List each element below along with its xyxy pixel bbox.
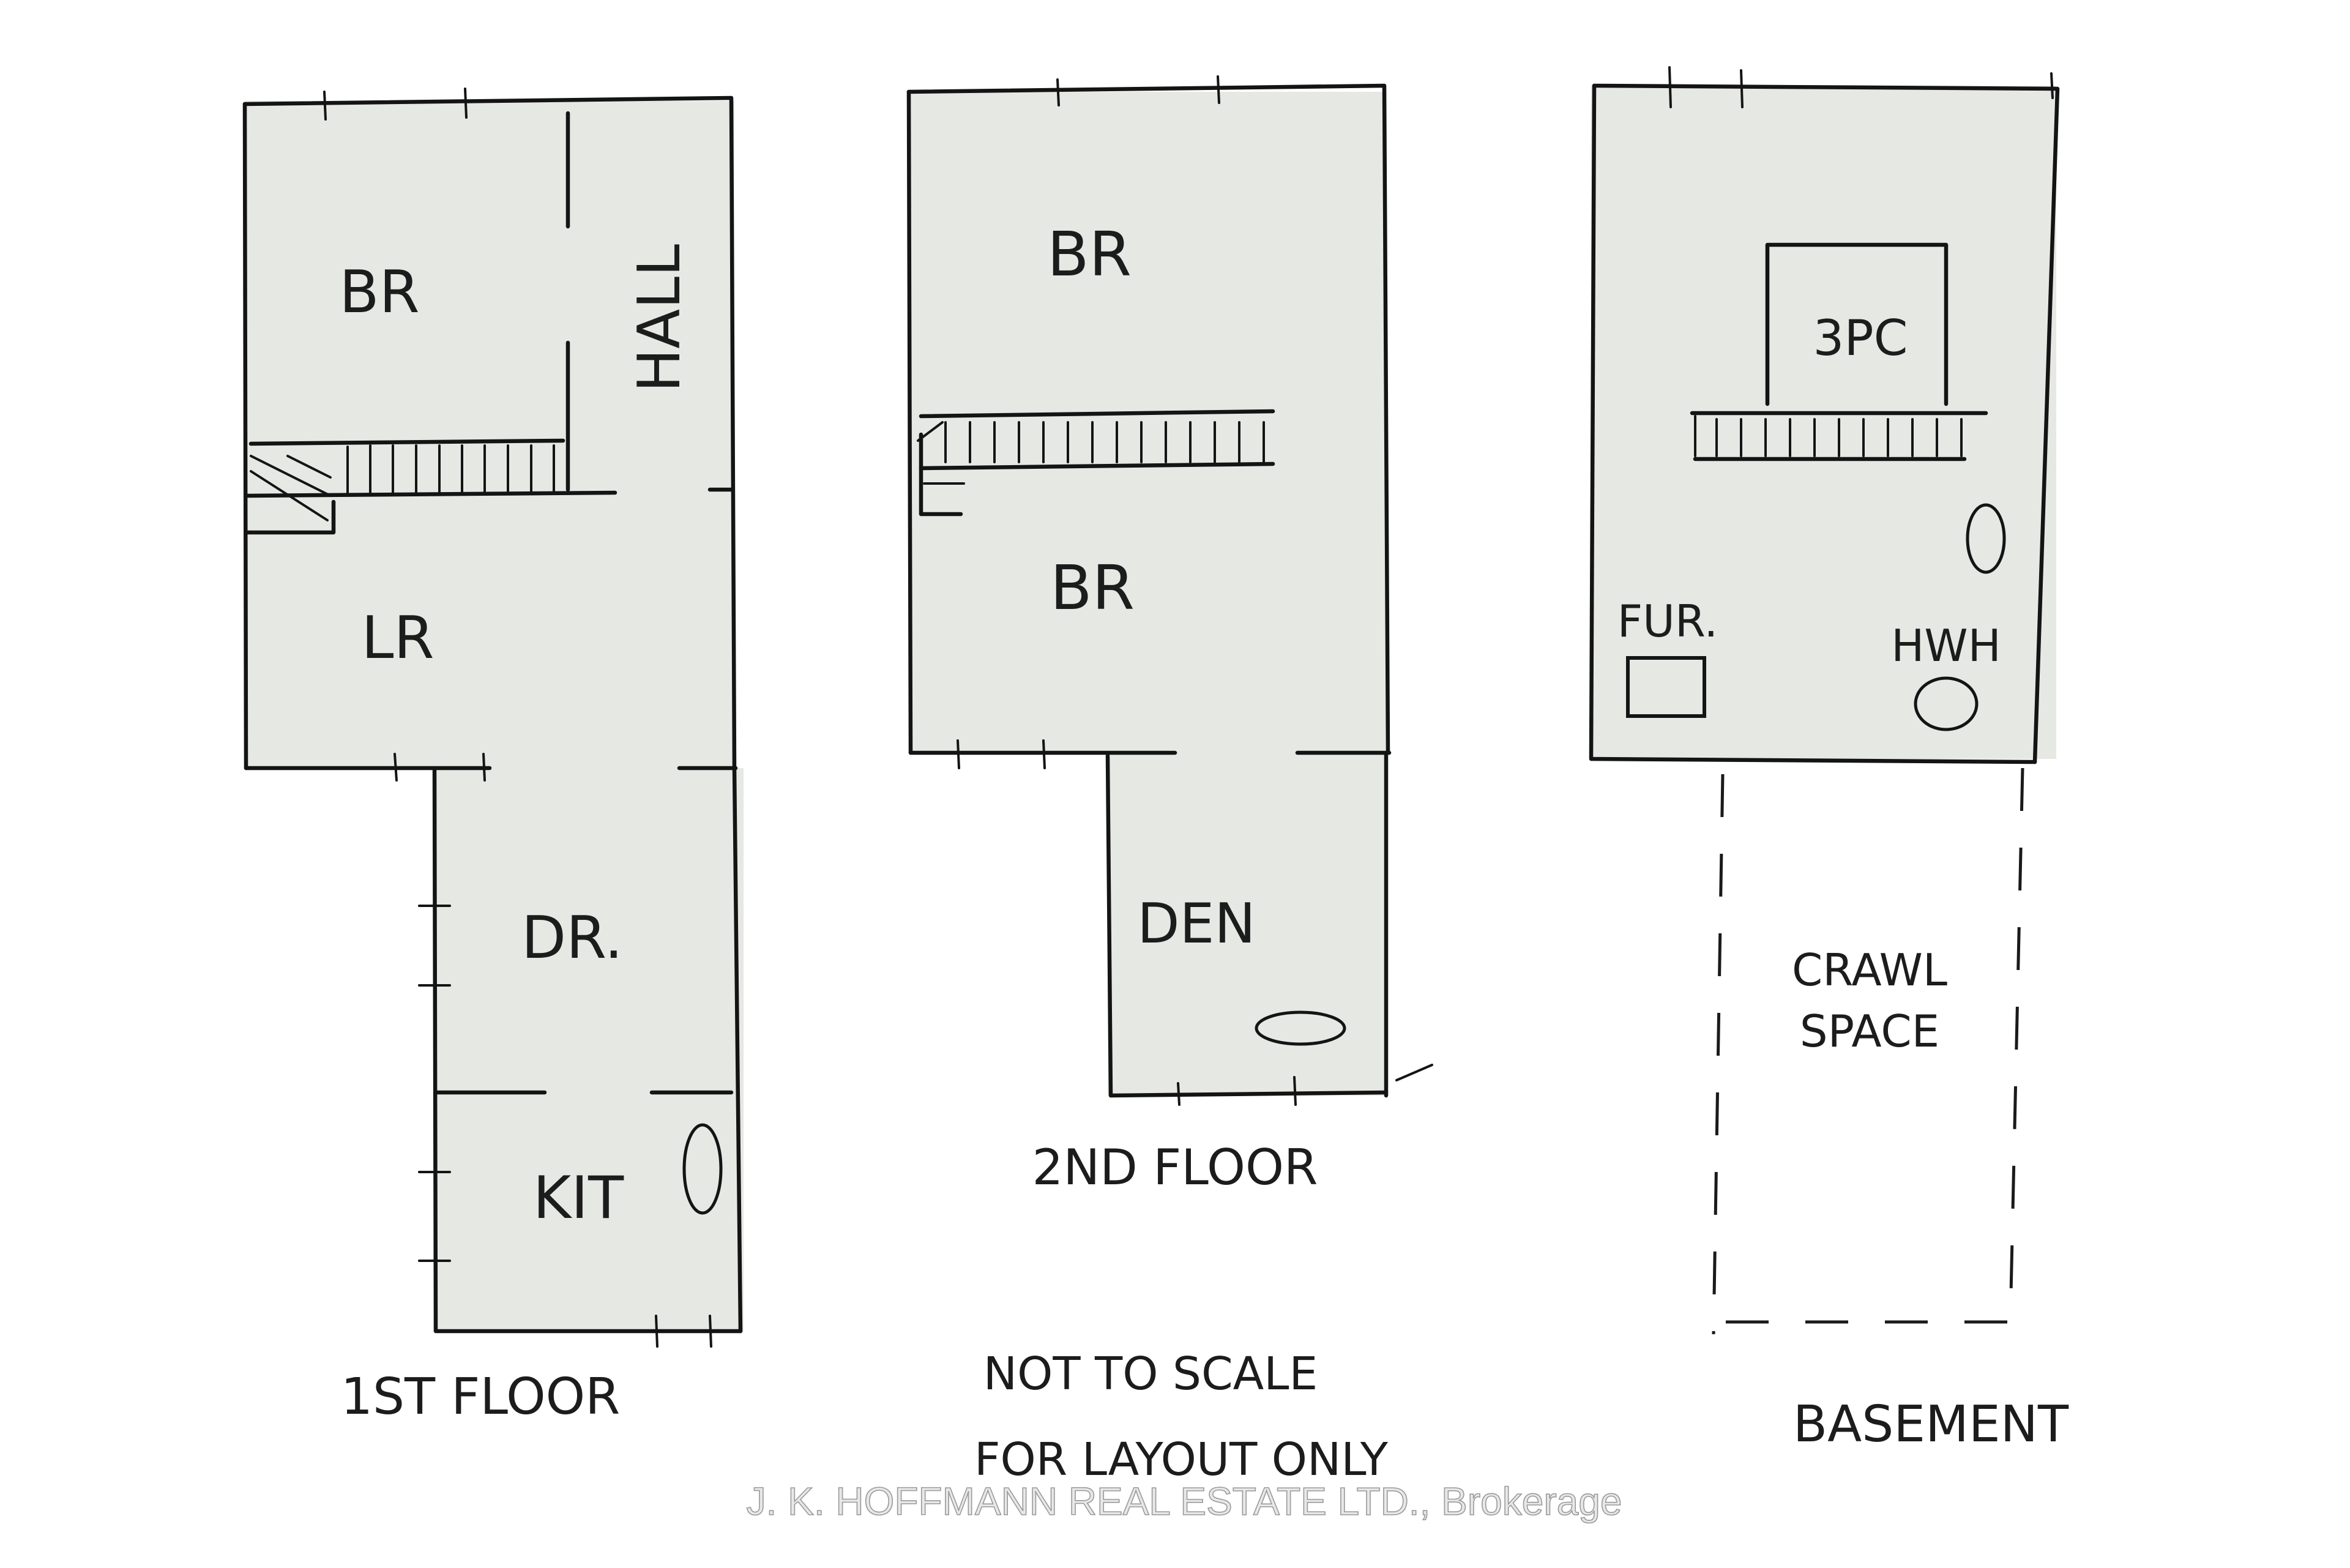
- first-floor-lr-label: LR: [362, 605, 435, 672]
- first-floor-hall-label: HALL: [626, 244, 693, 392]
- second-floor-title: 2ND FLOOR: [1032, 1139, 1318, 1196]
- second-floor-br-lower-label: BR: [1050, 552, 1135, 624]
- brokerage-watermark: J. K. HOFFMANN REAL ESTATE LTD., Brokera…: [747, 1479, 1622, 1523]
- second-floor-den-label: DEN: [1137, 892, 1256, 956]
- second-floor-br-upper-label: BR: [1047, 218, 1132, 290]
- den-fixture-icon: [1255, 1010, 1346, 1046]
- second-floor-plan: [906, 75, 1433, 1106]
- hot-water-heater-icon: [1914, 676, 1979, 731]
- basement-fixture-icon: [1966, 503, 2006, 574]
- furnace-icon: [1626, 656, 1706, 718]
- kitchen-sink-icon: [682, 1123, 723, 1215]
- first-floor-plan: [242, 88, 744, 1348]
- first-floor-kit-label: KIT: [533, 1165, 624, 1232]
- basement-furnace-label: FUR.: [1617, 595, 1718, 647]
- first-floor-br-label: BR: [339, 259, 419, 326]
- crawl-space-label-line2: SPACE: [1800, 1006, 1939, 1057]
- first-floor-dr-label: DR.: [521, 905, 623, 972]
- scale-note-line1: NOT TO SCALE: [983, 1348, 1318, 1400]
- basement-hwh-label: HWH: [1891, 620, 2001, 671]
- scale-note-line2: FOR LAYOUT ONLY: [974, 1433, 1389, 1486]
- basement-plan: [1589, 66, 2060, 1335]
- basement-bath-label: 3PC: [1813, 310, 1908, 367]
- crawl-space-label-line1: CRAWL: [1792, 944, 1947, 996]
- first-floor-title: 1ST FLOOR: [341, 1368, 620, 1426]
- basement-title: BASEMENT: [1793, 1395, 2069, 1454]
